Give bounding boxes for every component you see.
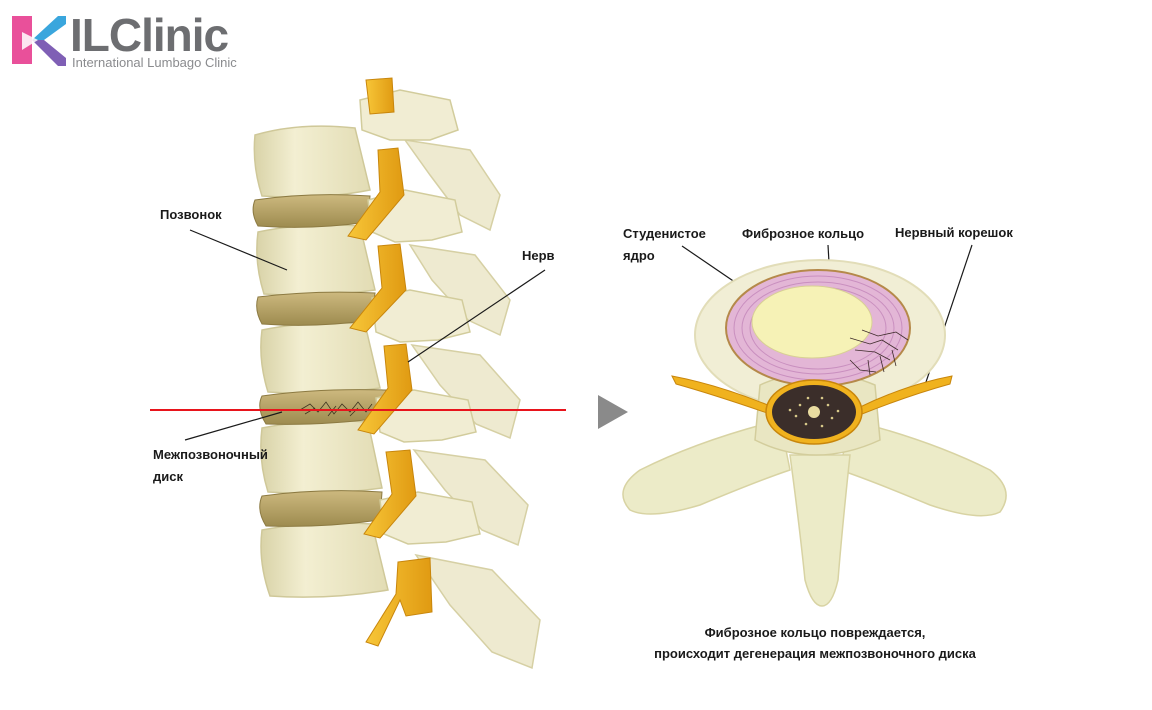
label-nucleus-line2: ядро — [623, 248, 655, 263]
caption-line1: Фиброзное кольцо повреждается, — [704, 625, 926, 640]
label-disc-line1: Межпозвоночный — [153, 447, 268, 462]
intervertebral-discs — [252, 194, 387, 527]
label-nerve-root: Нервный корешок — [895, 225, 1013, 240]
vertebral-bodies — [253, 125, 389, 598]
logo-subtitle: International Lumbago Clinic — [72, 55, 237, 70]
label-annulus: Фиброзное кольцо — [742, 226, 865, 241]
cross-section — [622, 259, 1007, 607]
label-disc: Межпозвоночный диск — [153, 444, 268, 488]
nerves — [347, 77, 433, 647]
logo[interactable]: ILClinic International Lumbago Clinic — [8, 10, 278, 72]
label-nucleus-line1: Студенистое — [623, 226, 706, 241]
label-nerve: Нерв — [522, 248, 555, 263]
logo-name: ILClinic — [70, 9, 229, 61]
label-disc-line2: диск — [153, 469, 183, 484]
spinous-processes — [403, 138, 541, 670]
caption-line2: происходит дегенерация межпозвоночного д… — [654, 646, 976, 661]
logo-mark-icon — [12, 16, 66, 66]
label-nucleus: Студенистое ядро — [623, 223, 706, 267]
caption: Фиброзное кольцо повреждается, происходи… — [560, 622, 1070, 664]
label-vertebra: Позвонок — [160, 207, 222, 222]
play-arrow-icon — [598, 395, 628, 429]
